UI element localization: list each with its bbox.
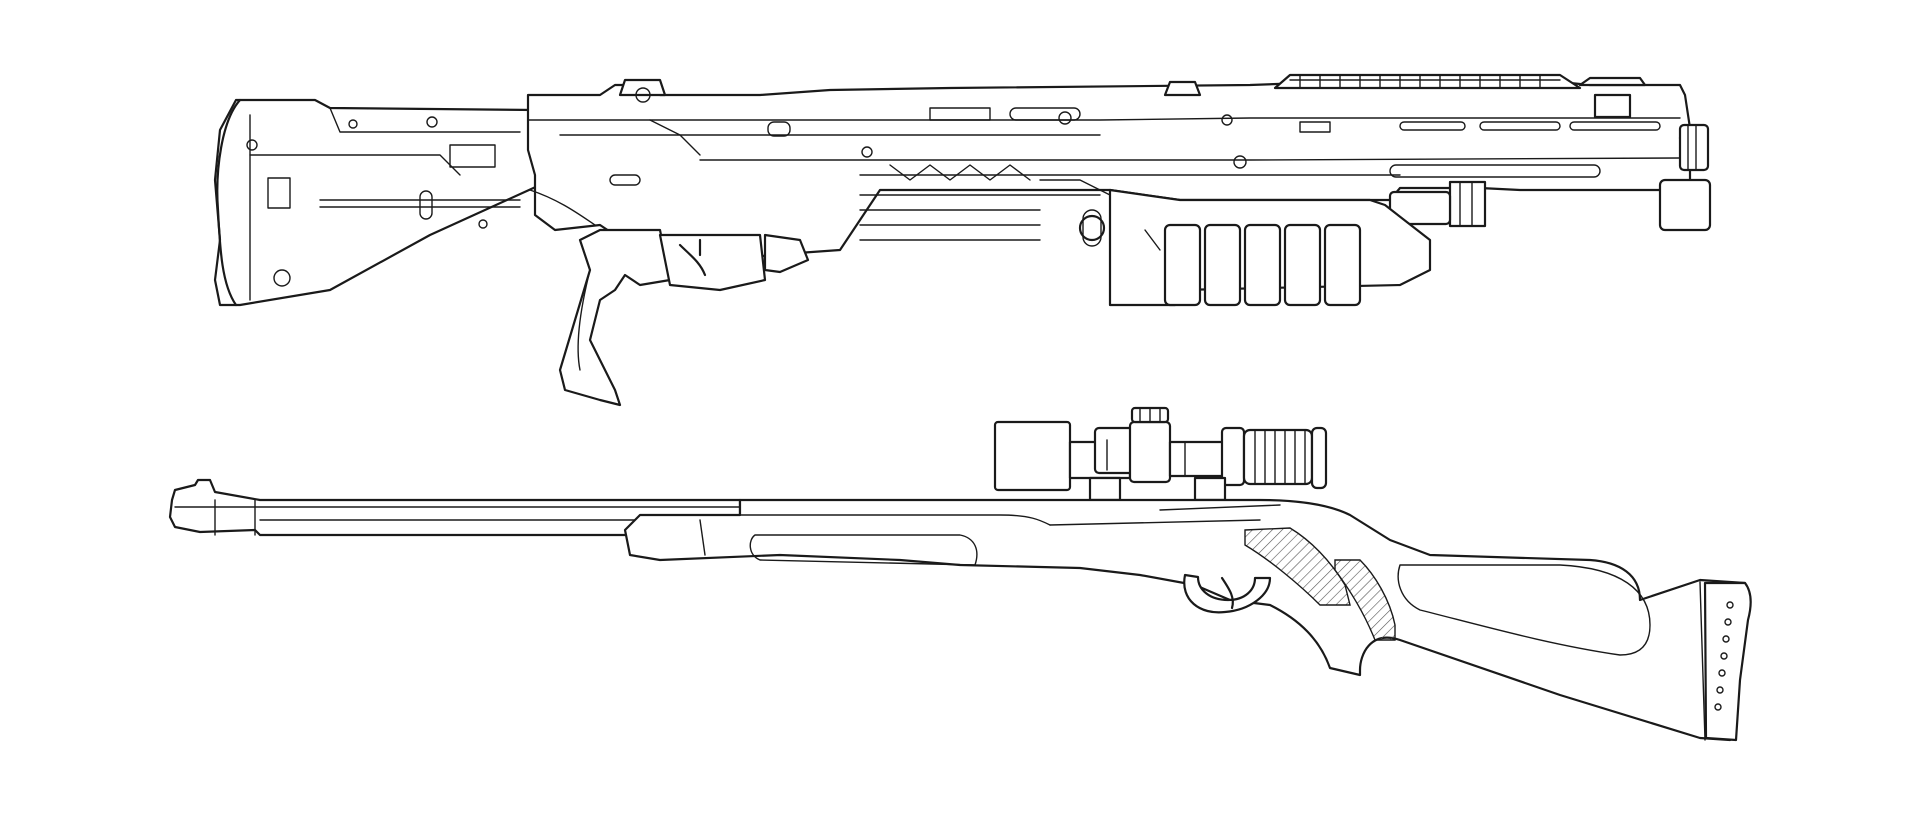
scoped-rifle [168, 406, 1752, 742]
rifle-stock [623, 498, 1752, 742]
shotgun-underbarrel [1039, 179, 1432, 307]
shotgun-muzzle [1388, 123, 1712, 232]
shotgun-stock [213, 98, 542, 307]
rifle-scope [993, 406, 1328, 502]
futuristic-shotgun [213, 73, 1712, 407]
rifle-trigger-guard [1183, 573, 1272, 614]
shotgun-top-rail [618, 73, 1647, 119]
shotgun-pistol-grip [529, 189, 810, 407]
